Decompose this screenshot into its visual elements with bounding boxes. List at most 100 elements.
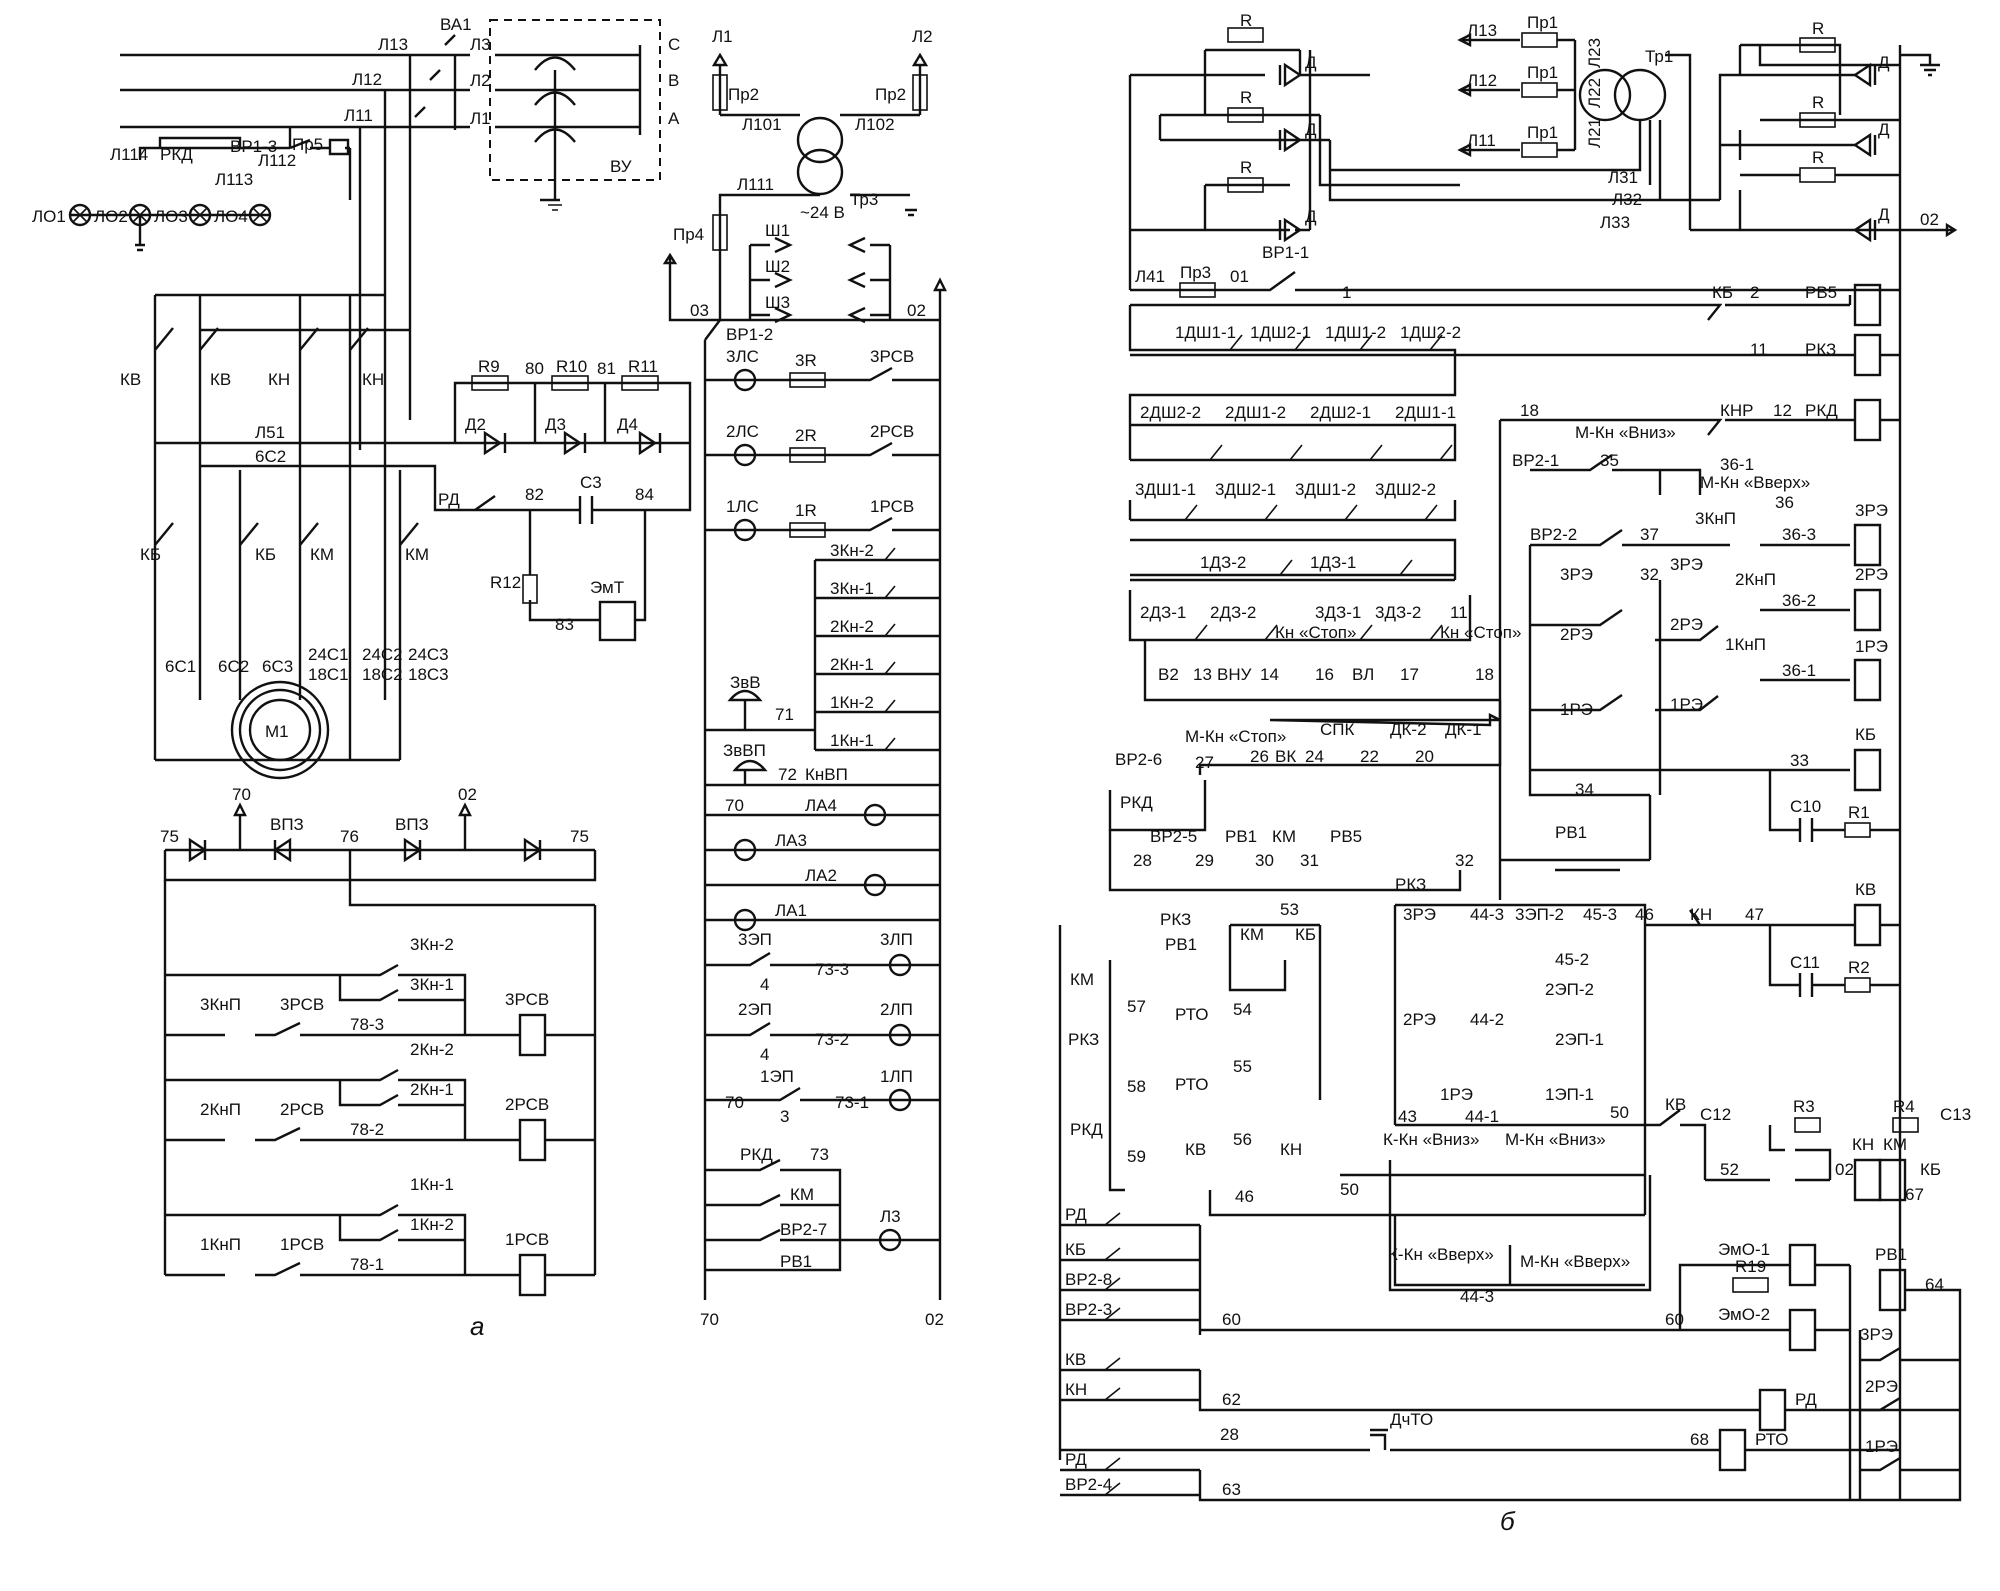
contact-label: 2РЭ <box>1560 625 1593 644</box>
node-label: 4 <box>760 975 769 994</box>
contact-label: ВК <box>1275 747 1296 766</box>
door-contact-label: 1ДЗ-2 <box>1200 553 1246 572</box>
coil-label: 1РЭ <box>1855 637 1888 656</box>
node-label: 30 <box>1255 851 1274 870</box>
node-label: 73-3 <box>815 960 849 979</box>
floor-lamp-row: 2ЭП 4 73-2 2ЛП <box>705 1000 940 1064</box>
button-label: 1КнП <box>200 1235 241 1254</box>
contactor-label: КБ <box>140 545 161 564</box>
switchboard-label: ВУ <box>610 157 632 176</box>
winding-label: 24С3 <box>408 645 449 664</box>
button-label: 3КнП <box>200 995 241 1014</box>
contact-label: РКД <box>740 1145 773 1164</box>
node-label: 47 <box>1745 905 1764 924</box>
node-label: 58 <box>1127 1077 1146 1096</box>
tap-label: Л33 <box>1600 213 1630 232</box>
lamp-label: ЛО3 <box>154 207 188 226</box>
wire-label: Л114 <box>110 145 148 164</box>
transformer-label: Тр3 <box>850 190 878 209</box>
contact-label: ВР2-1 <box>1512 451 1559 470</box>
contact-label: ВР2-4 <box>1065 1475 1112 1494</box>
left-panel: Л13 Л12 Л11 ВА1 Л3 Л2 Л1 С В А ВУ <box>32 15 947 1341</box>
switch-label: ВПЗ <box>395 815 429 834</box>
floor-relay-row: 1КнП 1РСВ 78-1 1Кн-1 1Кн-2 1РСВ <box>165 1175 595 1297</box>
phase-label: Л2 <box>470 71 491 90</box>
node-label: 03 <box>690 301 709 320</box>
node-label: 50 <box>1340 1180 1359 1199</box>
coil-label: РВ1 <box>1875 1245 1907 1264</box>
contact-label: 3ЭП <box>738 930 772 949</box>
rail-label: 70 <box>725 796 744 815</box>
lamp-label: ЛА2 <box>805 866 837 885</box>
fuse-label: Пр2 <box>875 85 906 104</box>
node-label: 44-2 <box>1470 1010 1504 1029</box>
phase-label: С <box>668 35 680 54</box>
door-contact-label: 2ДЗ-1 <box>1140 603 1186 622</box>
button-label: К-Кн «Вверх» <box>1388 1245 1494 1264</box>
button-label: 1Кн-1 <box>830 731 874 750</box>
signal-row: 2ЛС 2R 2РСВ <box>705 422 940 467</box>
control-label: ДК-2 <box>1390 720 1427 739</box>
lamp-label: ЛО1 <box>32 207 66 226</box>
coil-label: КБ <box>1855 725 1876 744</box>
cab-lamps: 70 ЛА4 ЛА3 ЛА2 ЛА1 <box>705 796 940 932</box>
relay-label: РКЗ <box>1068 1030 1099 1049</box>
button-label: 2Кн-1 <box>410 1080 454 1099</box>
contactor-label: КН <box>268 370 290 389</box>
wire-label: 78-1 <box>350 1255 384 1274</box>
signal-row: 3ЛС 3R 3РСВ <box>705 347 940 392</box>
button-label: КнВП <box>805 765 848 784</box>
coil-label: ЭмТ <box>590 578 624 597</box>
lamp-label: 2ЛП <box>880 1000 913 1019</box>
top-rectifier: R Д R Д R Д Л13 Л12 Л11 Пр1 Пр1 Пр1 <box>1128 11 1958 1500</box>
resistor-label: 2R <box>795 426 817 445</box>
switch-label: ВА1 <box>440 15 472 34</box>
contact-label: РД <box>1065 1450 1087 1469</box>
node-label: 75 <box>570 827 589 846</box>
contact-label: 3РЭ <box>1860 1325 1893 1344</box>
node-label: 11 <box>1450 603 1468 622</box>
node-label: 43 <box>1398 1107 1417 1126</box>
node-label: 2 <box>1750 283 1759 302</box>
node-label: 17 <box>1400 665 1419 684</box>
node-label: 31 <box>1300 851 1319 870</box>
contact-label: ВР1-3 <box>230 137 277 156</box>
bottom-section: РД КБ ВР2-8 ВР2-3 60 60 ЭмО-1 R19 ЭмО-2 … <box>1060 1205 1962 1502</box>
wire-label: Л1 <box>712 27 733 46</box>
contactor-label: КВ <box>210 370 231 389</box>
button-label: 3Кн-1 <box>410 975 454 994</box>
node-label: 13 <box>1193 665 1212 684</box>
relay-label: 1РСВ <box>505 1230 549 1249</box>
contact-label: 2РСВ <box>280 1100 324 1119</box>
socket-label: Ш3 <box>765 293 790 312</box>
button-label: М-Кн «Вниз» <box>1505 1130 1606 1149</box>
call-buttons: 3Кн-2 3Кн-1 2Кн-2 2Кн-1 1Кн-2 1Кн-1 ЗвВ … <box>705 541 940 787</box>
node-label: 60 <box>1665 1310 1684 1329</box>
lower-control: ВР2-6 РКД 27 ВР2-5 28 29 РВ1 30 КМ 31 РВ… <box>1058 750 1652 1460</box>
contact-label: КМ <box>1272 827 1296 846</box>
node-label: 32 <box>1455 851 1474 870</box>
contactor-label: КВ <box>120 370 141 389</box>
relay-contact-label: 2РСВ <box>870 422 914 441</box>
node-label: 01 <box>1230 267 1249 286</box>
capacitor-label: С13 <box>1940 1105 1971 1124</box>
resistor-label: R <box>1812 19 1824 38</box>
contact-label: КН <box>1065 1380 1087 1399</box>
node-label: 44-3 <box>1460 1287 1494 1306</box>
contact-label: КНР <box>1720 401 1754 420</box>
rectifier-bridge: 75 70 76 02 75 ВПЗ ВПЗ <box>160 785 597 907</box>
node-label: 72 <box>778 765 797 784</box>
relay-label: РВ1 <box>1165 935 1197 954</box>
node-label: 18 <box>1520 401 1539 420</box>
phase-label: В <box>668 71 679 90</box>
node-label: 12 <box>1773 401 1792 420</box>
contact-label: ВР2-5 <box>1150 827 1197 846</box>
relay-label: РВ5 <box>1330 827 1362 846</box>
button-label: 1Кн-1 <box>410 1175 454 1194</box>
switch-label: ВР1-1 <box>1262 243 1309 262</box>
lamp-branch: Л114 РКД ВР1-3 Л112 Л113 Пр5 ЛО1 ЛО2 ЛО3… <box>32 127 352 252</box>
resistor-label: R <box>1812 93 1824 112</box>
door-contact-label: 3ДШ2-1 <box>1215 480 1276 499</box>
capacitor-label: С3 <box>580 473 602 492</box>
